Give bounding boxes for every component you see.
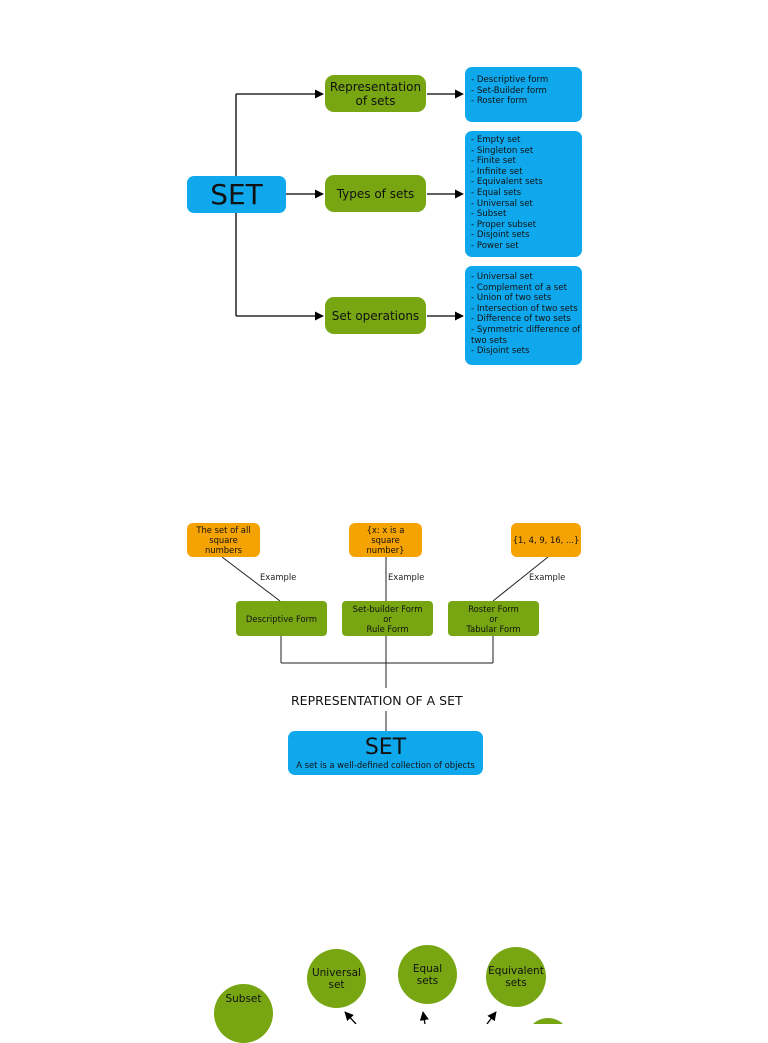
equivalent-sets-node: Equivalent sets	[486, 947, 546, 1007]
list-item: - Union of two sets	[471, 293, 552, 304]
representation-title: REPRESENTATION OF A SET	[291, 693, 463, 708]
list-item: - Descriptive form	[471, 75, 549, 85]
example-line-3	[492, 556, 549, 602]
list-item: - Finite set	[471, 156, 516, 167]
list-item: - Singleton set	[471, 145, 534, 156]
set-builder-form-node: Set-builder Form or Rule Form	[342, 601, 433, 636]
descriptive-form-node: Descriptive Form	[236, 601, 327, 636]
list-item: - Equal sets	[471, 187, 522, 198]
example-descriptive: The set of all square numbers	[187, 523, 260, 557]
universal-set-node: Universal set	[307, 949, 366, 1008]
set-definition-node: SET A set is a well-defined collection o…	[288, 731, 483, 775]
list-item: - Proper subset	[471, 219, 536, 230]
representation-list: - Descriptive form- Set-Builder form- Ro…	[465, 67, 582, 122]
list-item: - Difference of two sets	[471, 314, 571, 325]
list-item: - Symmetric difference of	[471, 324, 581, 335]
example-label: Example	[260, 572, 297, 582]
list-item: - Subset	[471, 209, 507, 220]
representation-node: Representation of sets	[325, 75, 426, 112]
example-label: Example	[529, 572, 566, 582]
list-item: - Disjoint sets	[471, 346, 530, 357]
example-line-1	[221, 556, 281, 602]
list-item: - Empty set	[471, 135, 521, 145]
roster-form-node: Roster Form or Tabular Form	[448, 601, 539, 636]
list-item: - Roster form	[471, 96, 528, 107]
operations-list: - Universal set- Complement of a set- Un…	[465, 266, 582, 365]
list-item: - Universal set	[471, 272, 533, 282]
list-item: - Set-Builder form	[471, 85, 547, 96]
types-list: - Empty set- Singleton set- Finite set- …	[465, 131, 582, 257]
subset-node: Subset	[214, 984, 273, 1043]
example-label: Example	[388, 572, 425, 582]
list-item: - Universal set	[471, 198, 533, 209]
partial-circle	[532, 1018, 564, 1024]
operations-node: Set operations	[325, 297, 426, 334]
list-item: - Equivalent sets	[471, 177, 543, 188]
list-item: - Complement of a set	[471, 282, 567, 293]
equal-sets-node: Equal sets	[398, 945, 457, 1004]
list-item: - Power set	[471, 240, 519, 251]
list-item: - Infinite set	[471, 166, 523, 177]
types-node: Types of sets	[325, 175, 426, 212]
list-item: two sets	[471, 335, 507, 346]
example-set-builder: {x: x is a square number}	[349, 523, 422, 557]
example-roster: {1, 4, 9, 16, ...}	[511, 523, 581, 557]
list-item: - Disjoint sets	[471, 230, 530, 241]
set-root-node: SET	[187, 176, 286, 213]
list-item: - Intersection of two sets	[471, 303, 578, 314]
